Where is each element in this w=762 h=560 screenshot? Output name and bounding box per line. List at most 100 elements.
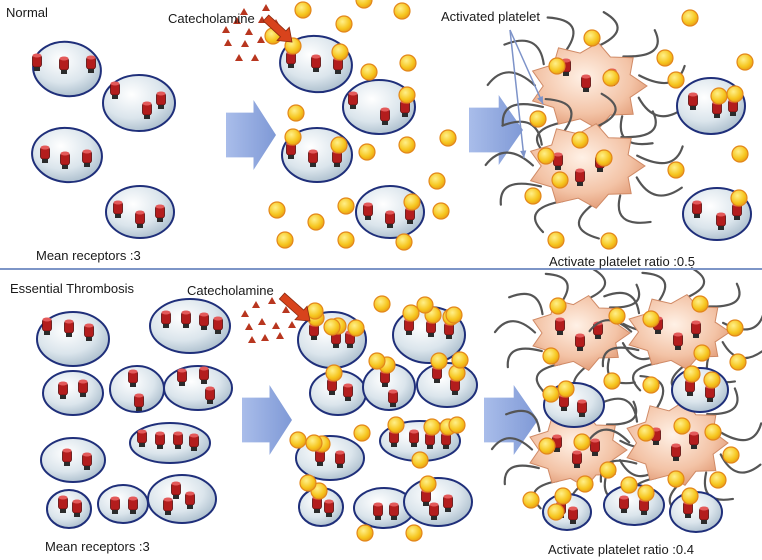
ligand-icon bbox=[731, 145, 749, 163]
ligand-icon bbox=[419, 475, 437, 493]
step-arrow-icon bbox=[226, 100, 276, 170]
ligand-icon bbox=[603, 372, 621, 390]
receptor-icon bbox=[553, 152, 563, 170]
receptor-icon bbox=[692, 200, 702, 218]
ligand-icon bbox=[608, 307, 626, 325]
receptor-icon bbox=[619, 495, 629, 513]
ligand-icon bbox=[347, 319, 365, 337]
receptor-icon bbox=[572, 450, 582, 468]
ligand-icon bbox=[537, 147, 555, 165]
step-arrows bbox=[226, 95, 538, 455]
receptor-icon bbox=[128, 496, 138, 514]
receptor-icon bbox=[671, 443, 681, 461]
platelet-icon bbox=[129, 422, 211, 464]
receptor-icon bbox=[590, 438, 600, 456]
ligand-icon bbox=[268, 201, 286, 219]
ligand-icon bbox=[600, 232, 618, 250]
receptor-icon bbox=[161, 310, 171, 328]
receptor-icon bbox=[62, 448, 72, 466]
activated-platelet-icon bbox=[493, 268, 663, 399]
receptor-icon bbox=[78, 379, 88, 397]
platelet-icon bbox=[46, 489, 92, 529]
ligand-icon bbox=[430, 352, 448, 370]
ligand-icon bbox=[325, 364, 343, 382]
ligand-icon bbox=[642, 376, 660, 394]
platelet-icon bbox=[603, 484, 665, 526]
receptor-icon bbox=[199, 312, 209, 330]
receptor-icon bbox=[60, 151, 70, 169]
ligand-icon bbox=[423, 418, 441, 436]
receptor-icon bbox=[155, 431, 165, 449]
catecholamine-icon bbox=[252, 301, 260, 308]
ligand-icon bbox=[736, 53, 754, 71]
receptor-icon bbox=[577, 399, 587, 417]
receptor-icon bbox=[575, 333, 585, 351]
platelet-icon bbox=[669, 487, 723, 533]
activation-ratio-top: Activate platelet ratio :0.5 bbox=[549, 254, 695, 269]
ligand-icon bbox=[547, 503, 565, 521]
receptor-icon bbox=[335, 450, 345, 468]
receptor-icon bbox=[205, 386, 215, 404]
receptor-icon bbox=[135, 210, 145, 228]
receptor-icon bbox=[689, 431, 699, 449]
receptor-icon bbox=[568, 506, 578, 524]
catecholamine-icon bbox=[261, 334, 269, 341]
activated-platelet-label: Activated platelet bbox=[441, 9, 541, 24]
ligand-icon bbox=[637, 484, 655, 502]
receptor-icon bbox=[110, 81, 120, 99]
ligand-icon bbox=[337, 197, 355, 215]
ligand-icon bbox=[522, 491, 540, 509]
ligand-icon bbox=[595, 149, 613, 167]
ligand-icon bbox=[667, 470, 685, 488]
ligand-icon bbox=[330, 136, 348, 154]
catecholamine-molecules bbox=[222, 4, 544, 343]
receptor-icon bbox=[59, 56, 69, 74]
ligand-icon bbox=[656, 49, 674, 67]
receptor-icon bbox=[213, 316, 223, 334]
catecholamine-icon bbox=[245, 323, 253, 330]
ligand-icon bbox=[402, 304, 420, 322]
step-arrow-icon bbox=[469, 95, 523, 165]
activated-platelet-icon bbox=[586, 369, 762, 517]
ligand-icon bbox=[445, 306, 463, 324]
ligand-icon bbox=[353, 424, 371, 442]
catecholamine-icon bbox=[235, 54, 243, 61]
ligand-icon bbox=[299, 474, 317, 492]
receptor-icon bbox=[343, 383, 353, 401]
catecholamine-icon bbox=[257, 36, 265, 43]
ligand-icon bbox=[287, 104, 305, 122]
platelet-icon bbox=[342, 79, 416, 135]
panel-title-essential-thrombosis: Essential Thrombosis bbox=[10, 281, 135, 296]
platelet-icon bbox=[671, 365, 729, 413]
platelet-icon bbox=[97, 484, 149, 524]
ligand-icon bbox=[305, 434, 323, 452]
catecholamine-icon bbox=[248, 336, 256, 343]
platelet-icon bbox=[353, 487, 415, 529]
platelet-icon bbox=[36, 311, 110, 367]
ligand-icon bbox=[284, 128, 302, 146]
platelet-icon bbox=[279, 34, 353, 94]
ligand-icon bbox=[542, 385, 560, 403]
receptor-icon bbox=[173, 431, 183, 449]
ligand-icon bbox=[432, 202, 450, 220]
receptor-icon bbox=[72, 499, 82, 517]
ligand-icon bbox=[681, 9, 699, 27]
ligand-icon bbox=[730, 189, 748, 207]
platelet-icon bbox=[40, 437, 106, 483]
receptor-icon bbox=[308, 149, 318, 167]
ligand-icon bbox=[411, 451, 429, 469]
ligand-icon bbox=[405, 524, 423, 542]
ligand-icon bbox=[557, 380, 575, 398]
stimulus-label-bottom: Catecholamine bbox=[187, 283, 274, 298]
ligand-icon bbox=[729, 353, 747, 371]
ligand-icon bbox=[709, 471, 727, 489]
catecholamine-icon bbox=[241, 310, 249, 317]
ligand-icon bbox=[294, 1, 312, 19]
platelet-icon bbox=[31, 126, 103, 184]
receptor-icon bbox=[128, 369, 138, 387]
catecholamine-icon bbox=[241, 40, 249, 47]
receptor-icon bbox=[555, 317, 565, 335]
receptor-icon bbox=[443, 494, 453, 512]
receptor-icon bbox=[163, 497, 173, 515]
ligand-icon bbox=[276, 231, 294, 249]
